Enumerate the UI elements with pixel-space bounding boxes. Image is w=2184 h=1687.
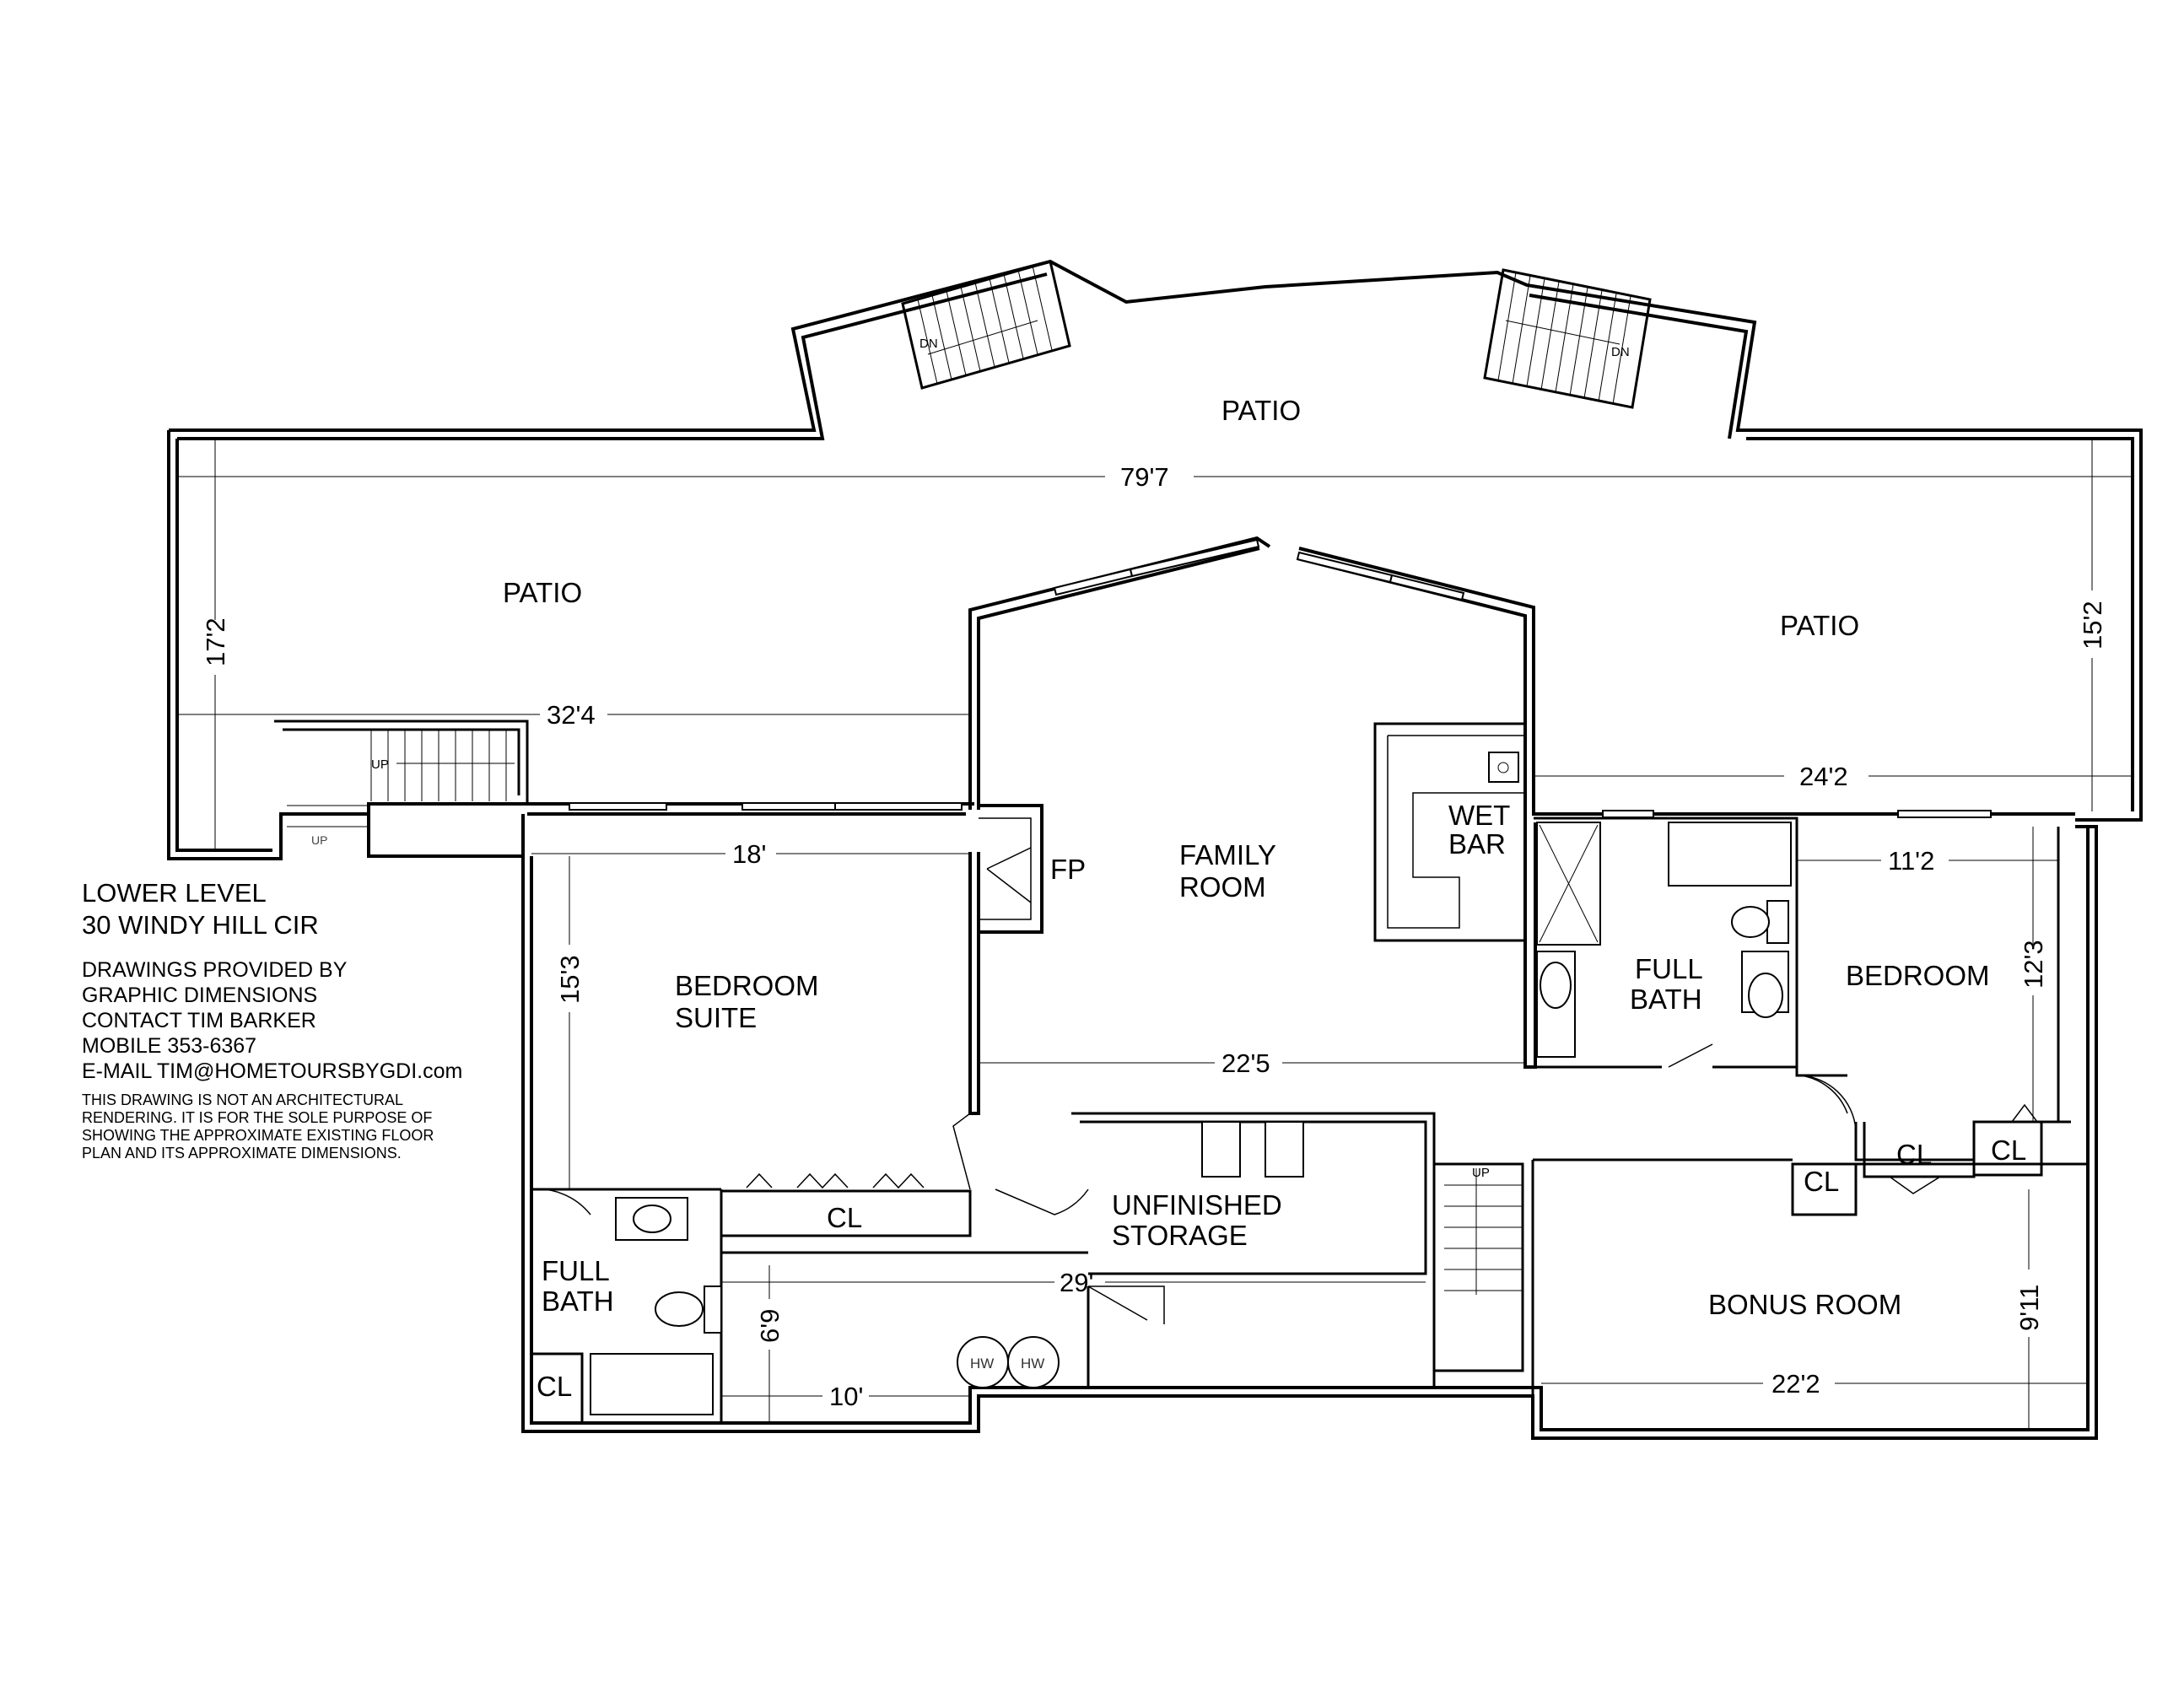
dim-bedroom-depth: 12'3 [2019, 940, 2048, 989]
stairs-top-left: DN [901, 260, 1071, 390]
credit-line-5: E-MAIL TIM@HOMETOURSBYGDI.com [82, 1059, 463, 1083]
stairs-dn-left-label: DN [919, 337, 938, 351]
fireplace: FP [979, 804, 1086, 934]
bonus-room: BONUS ROOM [1531, 1158, 2088, 1396]
patio-outline [167, 259, 2143, 860]
full-bath-left-label-2: BATH [542, 1285, 614, 1317]
stairs-up-small-label: UP [311, 833, 327, 847]
disclaimer-block: THIS DRAWING IS NOT AN ARCHITECTURAL REN… [82, 1091, 520, 1162]
dim-family-room-width: 22'5 [1221, 1048, 1270, 1078]
disclaimer-line-4: PLAN AND ITS APPROXIMATE DIMENSIONS. [82, 1145, 402, 1161]
unfinished-storage-label-1: UNFINISHED [1112, 1189, 1282, 1221]
unfinished-storage-label-2: STORAGE [1112, 1220, 1248, 1251]
dim-storage-width: 29' [1060, 1268, 1093, 1297]
stairs-up-patio-label: UP [371, 757, 389, 772]
fireplace-label: FP [1050, 854, 1086, 885]
disclaimer-line-2: RENDERING. IT IS FOR THE SOLE PURPOSE OF [82, 1109, 433, 1126]
family-room-label-1: FAMILY [1179, 839, 1276, 870]
unfinished-storage: UNFINISHED STORAGE [1071, 1112, 1436, 1389]
disclaimer-line-1: THIS DRAWING IS NOT AN ARCHITECTURAL [82, 1091, 404, 1108]
dim-bedroom-suite-depth: 15'3 [555, 955, 585, 1004]
full-bath-right-label-2: BATH [1630, 984, 1702, 1015]
dim-mech-depth: 6'9 [755, 1309, 785, 1343]
closet-suite-label: CL [827, 1202, 862, 1233]
full-bath-right: FULL BATH [1534, 817, 1798, 1069]
room-labels: PATIO PATIO PATIO FAMILY ROOM BEDROOM SU… [503, 395, 1859, 1033]
family-room-label-2: ROOM [1179, 871, 1266, 903]
full-bath-right-label-1: FULL [1635, 953, 1703, 984]
water-heater-1-label: HW [970, 1356, 994, 1372]
dim-patio-right-width: 24'2 [1799, 762, 1848, 791]
dim-bonus-depth: 9'11 [2014, 1285, 2044, 1331]
bedroom-suite-label-1: BEDROOM [675, 970, 819, 1001]
closet-bath-label: CL [537, 1371, 572, 1402]
storage-stairs: UP [1434, 1162, 1524, 1372]
full-bath-left-label-1: FULL [542, 1255, 610, 1286]
credit-line-4: MOBILE 353-6367 [82, 1034, 257, 1058]
dimension-lines [177, 439, 2133, 1430]
closet-suite: CL [720, 1172, 972, 1237]
credit-line-3: CONTACT TIM BARKER [82, 1009, 316, 1032]
wet-bar-label-1: WET [1448, 800, 1510, 831]
dim-bedroom-suite-width: 18' [732, 839, 766, 869]
wet-bar: WET BAR [1373, 722, 1527, 942]
mechanical-room: HW HW [721, 1251, 1088, 1388]
bedroom-suite-label-2: SUITE [675, 1002, 757, 1033]
stairs-patio-left: UP UP [274, 720, 529, 859]
title-block: LOWER LEVEL 30 WINDY HILL CIR [82, 877, 319, 941]
closet-c-label: CL [1991, 1135, 2026, 1166]
disclaimer-line-3: SHOWING THE APPROXIMATE EXISTING FLOOR [82, 1127, 434, 1144]
title-line-1: LOWER LEVEL [82, 878, 267, 908]
closets-right: CL CL CL [1791, 1103, 2043, 1216]
dimension-labels: 79'7 17'2 15'2 32'4 24'2 18' 15'3 22'5 1… [201, 462, 2107, 1411]
patio-right-label: PATIO [1780, 610, 1859, 641]
credits-block: DRAWINGS PROVIDED BY GRAPHIC DIMENSIONS … [82, 957, 462, 1084]
closet-a-label: CL [1804, 1166, 1839, 1197]
windows [569, 538, 1992, 818]
dim-patio-left-width: 32'4 [547, 700, 596, 730]
credit-line-1: DRAWINGS PROVIDED BY [82, 958, 348, 982]
patio-left-label: PATIO [503, 577, 582, 608]
stairs-up-storage-label: UP [1472, 1166, 1490, 1180]
title-line-2: 30 WINDY HILL CIR [82, 910, 319, 940]
stairs-top-right: DN [1483, 268, 1652, 409]
door-swings [952, 1075, 1857, 1321]
dim-bonus-width: 22'2 [1771, 1369, 1820, 1399]
dim-bedroom-width: 11'2 [1888, 846, 1934, 876]
patio-top-label: PATIO [1221, 395, 1301, 426]
credit-line-2: GRAPHIC DIMENSIONS [82, 984, 318, 1007]
bonus-room-label: BONUS ROOM [1708, 1289, 1901, 1320]
water-heater-2-label: HW [1021, 1356, 1044, 1372]
dim-patio-left-depth: 17'2 [201, 617, 230, 666]
dim-patio-right-depth: 15'2 [2078, 601, 2107, 649]
dim-mech-width: 10' [829, 1382, 863, 1411]
wet-bar-label-2: BAR [1448, 828, 1506, 860]
bedroom-right-label: BEDROOM [1846, 960, 1990, 991]
dim-overall-width: 79'7 [1120, 462, 1169, 492]
full-bath-left: FULL BATH CL [531, 1188, 723, 1423]
stairs-dn-right-label: DN [1611, 345, 1630, 359]
